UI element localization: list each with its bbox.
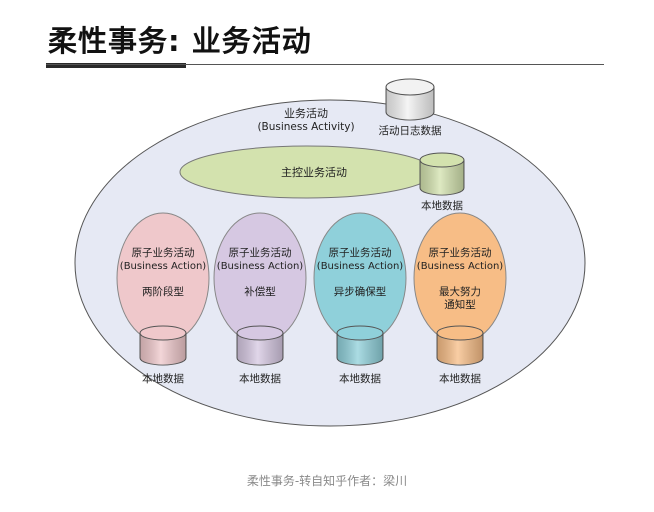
main-local-database-label: 本地数据 [421,199,463,212]
atomic-action-title-en-4: (Business Action) [417,261,503,272]
atomic-action-database-icon-4 [436,325,484,366]
atomic-action-database-icon-2 [236,325,284,366]
atomic-action-database-icon-3 [336,325,384,366]
atomic-action-title-2: 原子业务活动 [229,246,292,259]
business-activity-label: 业务活动 [284,107,328,120]
atomic-action-ellipse-4 [413,212,507,344]
atomic-action-ellipse-1 [116,212,210,344]
atomic-action-type-1: 两阶段型 [142,285,184,298]
atomic-action-title-en-1: (Business Action) [120,261,206,272]
atomic-action-database-icon-1 [139,325,187,366]
atomic-action-type-4: 最大努力 [439,285,481,298]
atomic-action-title-en-3: (Business Action) [317,261,403,272]
source-caption: 柔性事务-转自知乎作者：梁川 [246,474,408,488]
atomic-action-database-label-2: 本地数据 [239,372,281,385]
atomic-action-database-label-1: 本地数据 [142,372,184,385]
activity-log-database-icon [385,78,435,121]
page-title: 柔性事务: 业务活动 [48,24,312,58]
atomic-action-database-label-3: 本地数据 [339,372,381,385]
title-underline-thin [46,64,604,65]
atomic-action-type-4: 通知型 [444,298,476,311]
main-local-database-icon [419,152,465,196]
atomic-action-title-3: 原子业务活动 [329,246,392,259]
atomic-action-type-2: 补偿型 [244,285,276,298]
atomic-action-title-en-2: (Business Action) [217,261,303,272]
atomic-action-title-1: 原子业务活动 [132,246,195,259]
business-activity-label-en: (Business Activity) [257,121,354,133]
atomic-action-ellipse-2 [213,212,307,344]
title-underline-thick [46,63,186,68]
main-activity-label: 主控业务活动 [281,165,347,179]
atomic-action-title-4: 原子业务活动 [429,246,492,259]
atomic-action-ellipse-3 [313,212,407,344]
atomic-action-database-label-4: 本地数据 [439,372,481,385]
activity-log-database-label: 活动日志数据 [379,124,442,137]
atomic-action-type-3: 异步确保型 [334,285,387,298]
